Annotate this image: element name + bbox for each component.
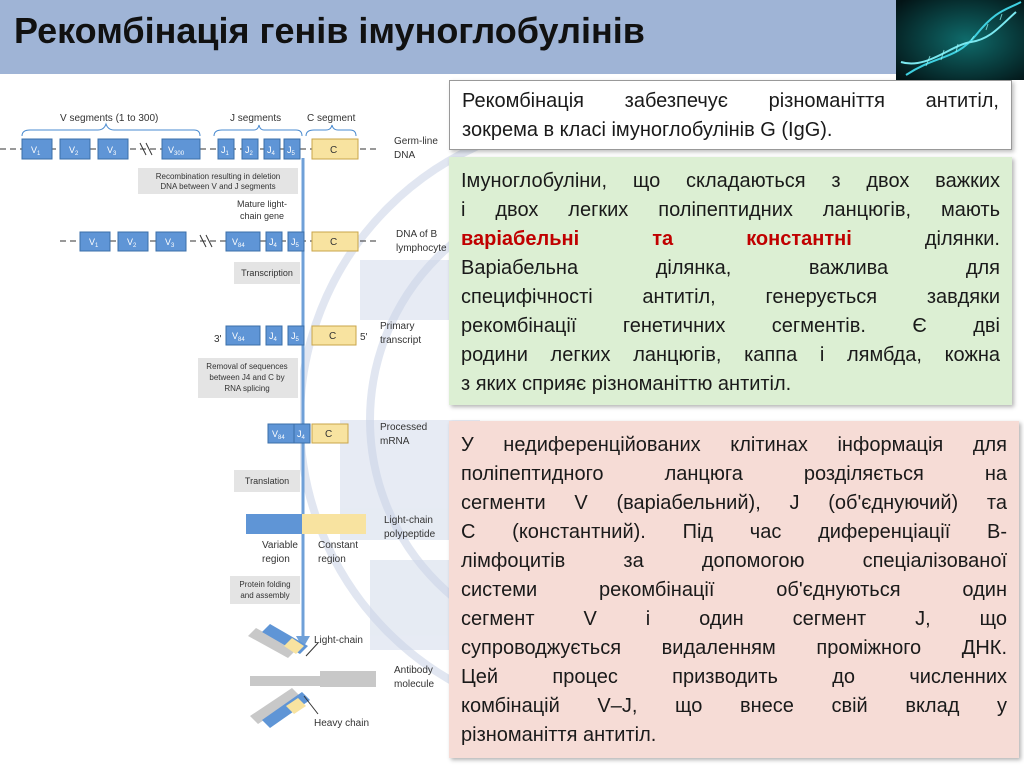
processed-mrna: V84 J4 C (268, 424, 348, 443)
c-segment-label: C segment (307, 113, 356, 124)
svg-text:5': 5' (360, 332, 368, 343)
light-chain-label: Light-chain (314, 635, 363, 646)
b-lymphocyte-label: DNA of B (396, 229, 437, 240)
b-lymphocyte-dna: V1 V2 V3 V84 J4 J5 C (80, 232, 358, 251)
svg-text:region: region (262, 554, 290, 565)
intro-text-box: Рекомбінація забезпечує різноманіття ант… (449, 80, 1012, 150)
svg-text:mRNA: mRNA (380, 436, 410, 447)
splicing-step-label: Removal of sequences (206, 362, 287, 371)
title-bar: Рекомбінація генів імуноглобулінів (0, 0, 1024, 74)
svg-text:region: region (318, 554, 346, 565)
v-segments-label: V segments (1 to 300) (60, 113, 158, 124)
heavy-chain-label: Heavy chain (314, 718, 369, 729)
svg-text:and assembly: and assembly (240, 591, 289, 600)
svg-text:RNA splicing: RNA splicing (224, 384, 269, 393)
recombination-info-box: У недиференційованих клітинах інформація… (449, 421, 1019, 758)
svg-text:transcript: transcript (380, 335, 421, 346)
germline-label: Germ-line (394, 136, 438, 147)
immunoglobulin-info-box: Імуноглобуліни, що складаються з двох ва… (449, 157, 1012, 405)
light-chain-polypeptide-label: Light-chain (384, 515, 433, 526)
svg-text:polypeptide: polypeptide (384, 529, 436, 540)
svg-text:C: C (329, 331, 336, 342)
primary-transcript-label: Primary (380, 321, 414, 332)
primary-transcript: 3' V84 J4 J5 C 5' (214, 326, 368, 345)
svg-text:3': 3' (214, 334, 222, 345)
svg-text:lymphocyte: lymphocyte (396, 243, 447, 254)
svg-text:chain gene: chain gene (240, 211, 284, 221)
svg-text:C: C (330, 145, 337, 156)
variable-region-label: Variable (262, 540, 298, 551)
germline-dna: V1 V2 V3 V300 J1 J2 J4 J5 C (22, 139, 358, 159)
translation-step-label: Translation (245, 476, 289, 486)
transcription-step-label: Transcription (241, 268, 293, 278)
folding-step-label: Protein folding (239, 580, 290, 589)
svg-text:C: C (330, 237, 337, 248)
svg-text:C: C (325, 429, 332, 440)
slide-title: Рекомбінація генів імуноглобулінів (14, 10, 645, 52)
constant-region-bar (302, 514, 366, 534)
light-chain-recombination-diagram: V segments (1 to 300) J segments C segme… (0, 88, 450, 768)
svg-text:DNA between V and J segments: DNA between V and J segments (160, 182, 275, 191)
mature-gene-label: Mature light- (237, 199, 287, 209)
svg-text:molecule: molecule (394, 679, 434, 690)
processed-mrna-label: Processed (380, 422, 427, 433)
antibody-label: Antibody (394, 665, 433, 676)
constant-region-label: Constant (318, 540, 358, 551)
recombination-step-label: Recombination resulting in deletion (156, 172, 281, 181)
variable-region-bar (246, 514, 302, 534)
j-segments-label: J segments (230, 113, 281, 124)
svg-text:between J4 and C by: between J4 and C by (209, 373, 284, 382)
dna-helix-image (896, 0, 1024, 80)
svg-text:DNA: DNA (394, 150, 415, 161)
